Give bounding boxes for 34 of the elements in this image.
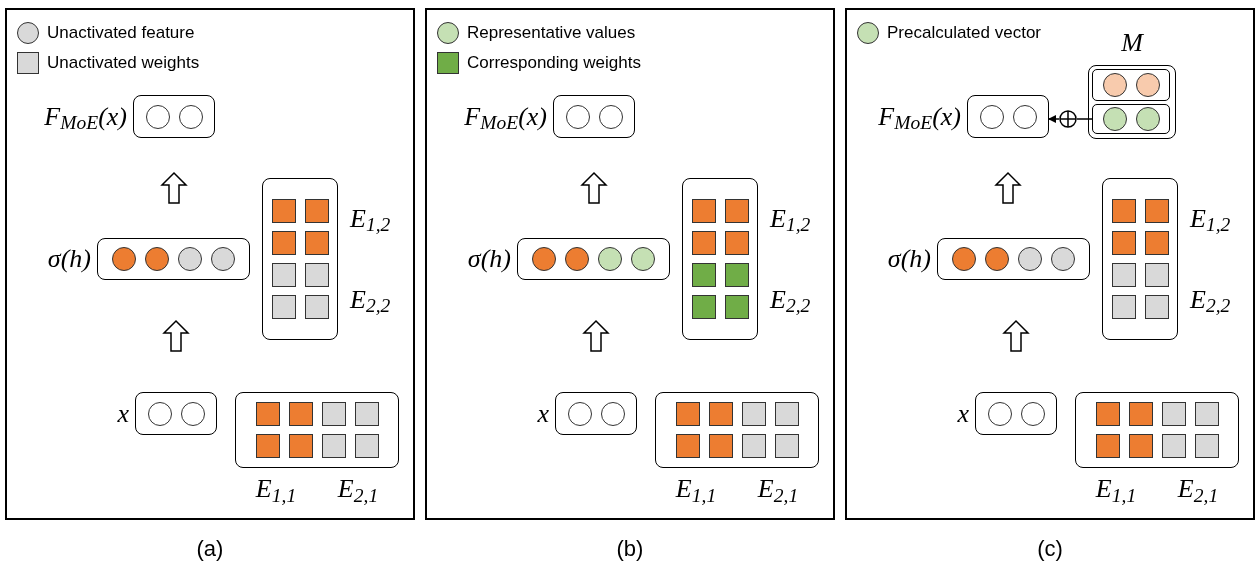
- panel-caption: (c): [1037, 535, 1063, 563]
- math-label: σ(h): [887, 246, 931, 272]
- block-arrow: [162, 319, 190, 352]
- math-label: E$_{2,2}$: [350, 286, 391, 313]
- legend-label: Corresponding weights: [467, 52, 641, 74]
- math-label: x: [117, 400, 129, 427]
- legend-label: Unactivated feature: [47, 22, 195, 44]
- block-arrow: [580, 171, 608, 204]
- math-label: E$_{1,2}$: [1190, 205, 1231, 232]
- vector-row: [1092, 104, 1170, 134]
- math-label: F$_{MoE}$(x): [44, 103, 127, 130]
- sum-symbol: [1059, 110, 1077, 128]
- panel-caption: (a): [196, 535, 224, 563]
- block-arrow: [1002, 319, 1030, 352]
- block-arrow: [160, 171, 188, 204]
- legend-label: Precalculated vector: [887, 22, 1042, 44]
- panel-caption: (b): [616, 535, 644, 563]
- math-label: E$_{2,2}$: [1190, 286, 1231, 313]
- math-label: x: [957, 400, 969, 427]
- math-label: E$_{1,2}$: [770, 205, 811, 232]
- arrow: [1048, 115, 1060, 123]
- math-label: M: [1121, 29, 1143, 56]
- legend-label: Unactivated weights: [47, 52, 200, 74]
- block-arrow: [582, 319, 610, 352]
- math-label: F$_{MoE}$(x): [464, 103, 547, 130]
- legend-label: Representative values: [467, 22, 636, 44]
- block-arrow: [994, 171, 1022, 204]
- math-label: σ(h): [467, 246, 511, 272]
- math-label: E$_{1,2}$: [350, 205, 391, 232]
- math-label: x: [537, 400, 549, 427]
- math-label: E$_{2,2}$: [770, 286, 811, 313]
- vector-row: [1092, 69, 1170, 101]
- math-label: σ(h): [47, 246, 91, 272]
- math-label: F$_{MoE}$(x): [878, 103, 961, 130]
